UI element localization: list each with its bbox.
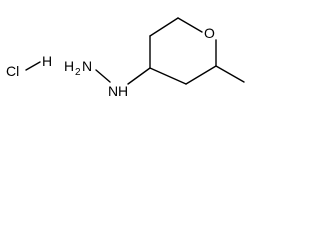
nh2-nitrogen-label: N bbox=[82, 58, 92, 74]
nh2-subscript: 2 bbox=[75, 67, 81, 78]
nh-hydrogen-label: H bbox=[118, 83, 128, 99]
nh-nitrogen-label: N bbox=[108, 83, 118, 99]
nh2-hydrogen-label: H bbox=[64, 58, 74, 74]
ring-bond-c5-c6 bbox=[149, 17, 179, 37]
hydrogen-atom-label: H bbox=[42, 53, 52, 69]
h-cl-bond bbox=[25, 61, 41, 71]
methyl-bond bbox=[215, 65, 245, 83]
ring-bond-c6-o bbox=[177, 17, 203, 33]
structure-drawing: Cl H H 2 N N H O bbox=[6, 17, 245, 99]
oxygen-atom-label: O bbox=[204, 25, 215, 41]
n-c4-bond bbox=[127, 67, 151, 85]
ring-bond-c2-c3 bbox=[185, 65, 217, 85]
ring-bond-c3-c4 bbox=[149, 67, 187, 85]
chlorine-atom-label: Cl bbox=[6, 63, 19, 79]
n-n-bond bbox=[95, 69, 111, 83]
